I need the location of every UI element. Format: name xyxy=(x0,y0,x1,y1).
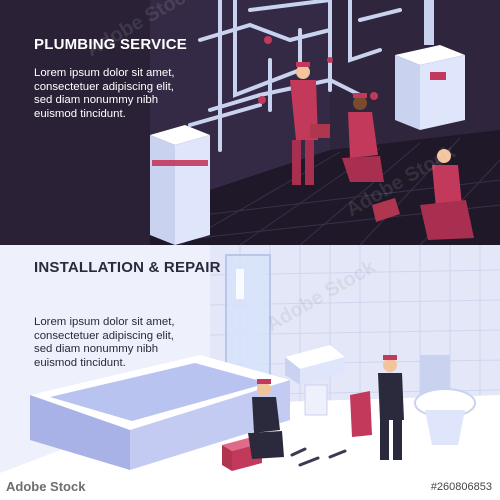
stock-footer: Adobe Stock #260806853 xyxy=(0,473,500,500)
banner-body: Lorem ipsum dolor sit amet, consectetuer… xyxy=(34,316,175,369)
bathroom-illustration xyxy=(0,245,500,473)
water-heater xyxy=(150,125,210,245)
plumber-standing xyxy=(290,62,330,185)
stock-id: #260806853 xyxy=(430,481,492,493)
sink xyxy=(285,345,345,416)
banner-body: Lorem ipsum dolor sit amet, consectetuer… xyxy=(34,67,175,120)
plumber-kneeling xyxy=(248,379,284,459)
toilet xyxy=(414,355,476,445)
banner-title: INSTALLATION & REPAIR xyxy=(34,259,221,276)
plumber-standing xyxy=(350,355,404,460)
banner-title: PLUMBING SERVICE xyxy=(34,36,187,53)
tools xyxy=(290,447,347,467)
plumbing-service-banner: Adobe Stock Adobe Stock PLUMBING SERVICE… xyxy=(0,0,500,245)
plumber-crouching xyxy=(420,149,474,240)
boiler xyxy=(395,0,465,130)
stock-logo: Adobe Stock xyxy=(6,479,86,494)
plumber-kneeling xyxy=(342,93,400,222)
bathtub xyxy=(30,355,290,470)
installation-repair-banner: Adobe Stock INSTALLATION & REPAIR Lorem … xyxy=(0,245,500,473)
plumbing-room-illustration xyxy=(150,0,500,245)
pipe-network xyxy=(188,0,402,152)
